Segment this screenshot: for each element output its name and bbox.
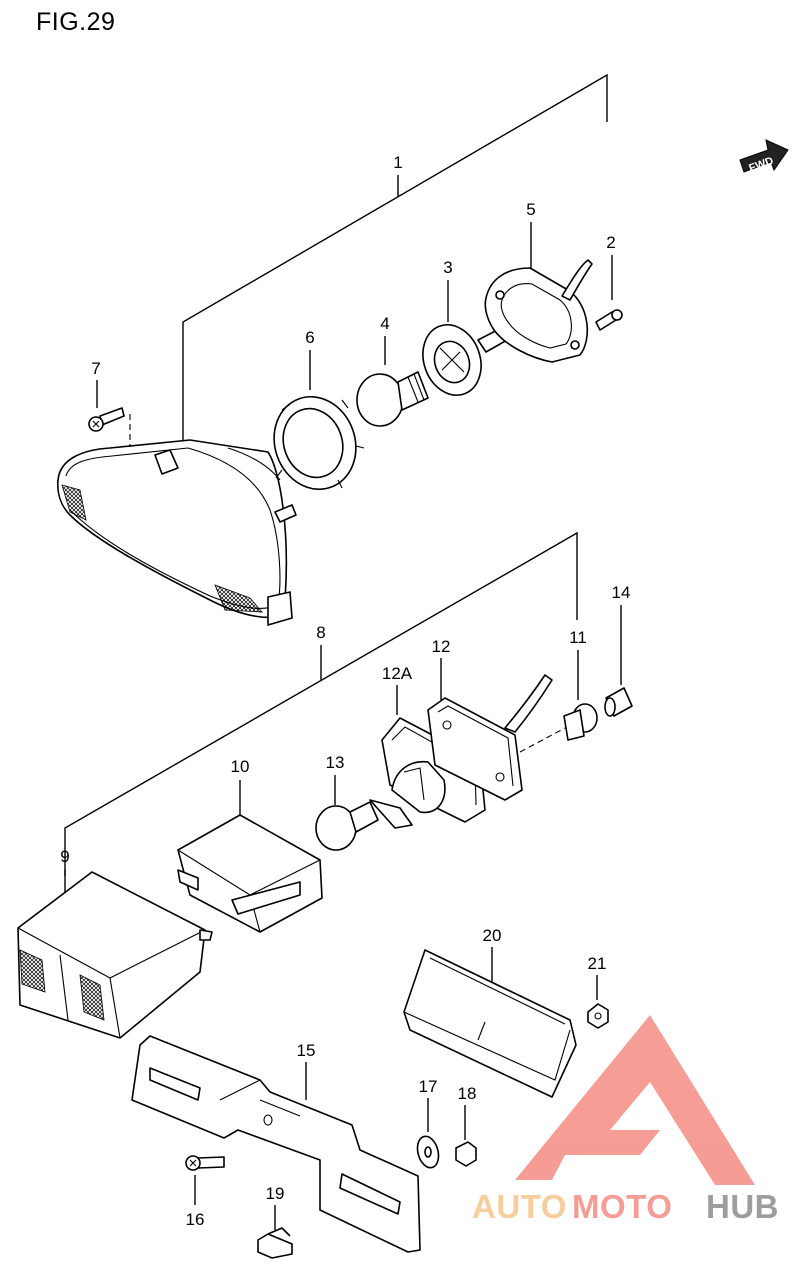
triangle-logo-icon [515, 1015, 755, 1185]
part-4-bulb [356, 336, 429, 427]
watermark-auto: AUTO [472, 1188, 567, 1225]
part-5-mount-plate [484, 222, 593, 363]
part-1-turn-signal-housing [57, 439, 297, 626]
figure-title: FIG.29 [36, 8, 116, 36]
forward-arrow-icon [739, 139, 789, 173]
label-part-4: 4 [380, 314, 389, 333]
part-11-grommet [519, 650, 598, 753]
watermark: AUTO MOTO HUB [472, 1015, 779, 1225]
label-part-9: 9 [60, 847, 69, 866]
part-number-labels: 1 2 3 4 5 6 7 8 9 10 11 12 12A 13 14 15 … [60, 153, 630, 1229]
label-part-10: 10 [231, 757, 250, 776]
part-12-gasket [427, 658, 553, 801]
part-12a-socket [369, 685, 486, 829]
label-part-6: 6 [305, 328, 314, 347]
part-20-license-lens [403, 947, 577, 1098]
label-part-12: 12 [432, 637, 451, 656]
part-21-nut [587, 975, 609, 1029]
fwd-marker: FWD [739, 139, 789, 175]
label-part-19: 19 [266, 1184, 285, 1203]
label-part-11: 11 [569, 628, 587, 647]
part-14-spacer [604, 605, 633, 717]
part-13-bulb [315, 775, 379, 851]
part-2-screw [595, 255, 623, 331]
part-19-clip [257, 1205, 293, 1259]
part-18-nut [455, 1105, 477, 1167]
label-part-5: 5 [526, 200, 535, 219]
part-16-bolt [185, 1155, 225, 1205]
label-part-13: 13 [326, 753, 345, 772]
watermark-hub: HUB [706, 1188, 779, 1225]
label-part-12a: 12A [382, 664, 413, 683]
label-part-2: 2 [606, 233, 615, 252]
leader-assembly-8 [64, 531, 578, 892]
label-part-14: 14 [612, 583, 631, 602]
label-part-7: 7 [91, 359, 100, 378]
part-17-washer [416, 1098, 440, 1169]
label-part-3: 3 [443, 258, 452, 277]
part-6-socket-ring [273, 350, 365, 491]
label-part-21: 21 [588, 954, 607, 973]
label-part-1: 1 [393, 153, 402, 172]
part-15-bracket [131, 1035, 421, 1253]
label-part-16: 16 [186, 1210, 205, 1229]
leader-assembly-1 [182, 73, 608, 440]
label-part-8: 8 [316, 623, 325, 642]
part-9-tail-lamp-housing [17, 871, 213, 1039]
label-part-18: 18 [458, 1084, 477, 1103]
watermark-moto: MOTO [572, 1188, 672, 1225]
label-part-20: 20 [483, 926, 502, 945]
part-10-reflector [177, 780, 323, 933]
label-part-17: 17 [419, 1077, 438, 1096]
label-part-15: 15 [297, 1041, 316, 1060]
